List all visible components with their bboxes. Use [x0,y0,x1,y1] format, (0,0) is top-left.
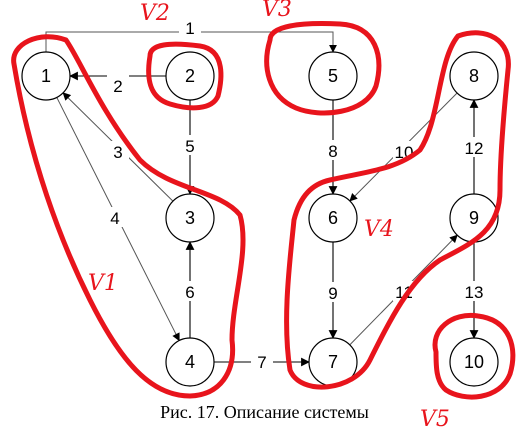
edge-label-bg [107,75,129,95]
node-circle [308,51,358,101]
node-4: 4 [165,337,215,387]
edge-label-8: 8 [328,142,337,161]
node-circle [449,337,499,387]
edge-label-bg [107,141,129,161]
edge-label-13: 13 [465,283,484,302]
node-label: 5 [328,66,338,86]
group-label-v1: V1 [88,271,118,296]
figure-caption: Рис. 17. Описание системы [160,402,369,422]
node-label: 10 [464,352,484,372]
edge-label-5: 5 [185,137,194,156]
node-label: 4 [185,352,195,372]
group-outline-v2 [146,41,224,111]
edge-label-bg [251,351,273,371]
node-3: 3 [165,193,215,243]
edge-label-6: 6 [185,283,194,302]
group-label-v5: V5 [420,407,450,432]
edge-label-bg [179,281,201,301]
edge-label-4: 4 [110,209,119,228]
node-label: 3 [185,208,195,228]
group-outline-v3 [264,21,382,116]
edge-label-bg [322,140,344,160]
edge-label-bg [322,282,344,302]
group-outline-v1 [11,34,246,399]
edge-label-2: 2 [113,77,122,96]
node-label: 1 [41,66,51,86]
node-8: 8 [449,51,499,101]
node-circle [449,51,499,101]
node-10: 10 [449,337,499,387]
group-label-v3: V3 [262,0,292,22]
group-outline-v5 [432,312,516,400]
node-circle [165,337,215,387]
edge-label-bg [393,281,415,301]
node-1: 1 [21,51,71,101]
edge-label-bg [104,207,126,227]
group-label-v2: V2 [140,1,170,26]
group-outline-v4 [284,30,511,390]
edge-label-bg [463,281,485,301]
edge-label-7: 7 [257,353,266,372]
node-9: 9 [449,193,499,243]
edge-label-3: 3 [113,143,122,162]
node-circle [165,51,215,101]
edge-label-1: 1 [185,19,194,38]
node-2: 2 [165,51,215,101]
node-5: 5 [308,51,358,101]
edge-label-bg [463,137,485,157]
node-label: 7 [328,352,338,372]
edge-label-bg [179,135,201,155]
node-6: 6 [308,193,358,243]
edge-label-11: 11 [395,283,413,302]
node-label: 2 [185,66,195,86]
node-circle [308,193,358,243]
group-label-v4: V4 [364,217,394,242]
edge-label-bg [179,17,201,37]
node-circle [165,193,215,243]
node-label: 9 [469,208,479,228]
node-circle [21,51,71,101]
node-label: 6 [328,208,338,228]
edge-label-9: 9 [328,284,337,303]
edge-label-12: 12 [465,139,484,158]
node-label: 8 [469,66,479,86]
